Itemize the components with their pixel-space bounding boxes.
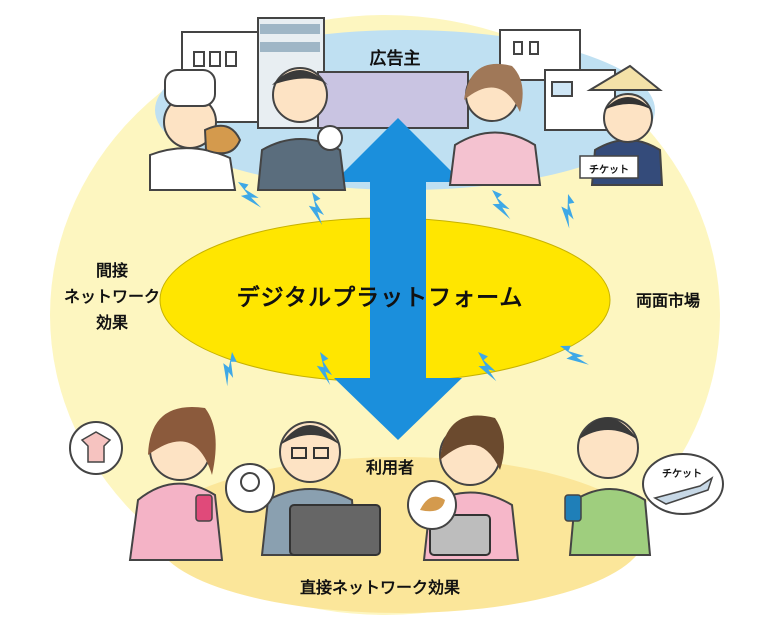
- ticket-text-advertiser: チケット: [589, 165, 629, 176]
- two-way-arrow: [334, 118, 462, 440]
- ticket-text-user: チケット: [662, 469, 702, 480]
- platform-label: デジタルプラットフォーム: [236, 285, 524, 311]
- advertisers-label: 広告主: [369, 49, 421, 69]
- users-label: 利用者: [365, 458, 414, 477]
- two-sided-market-label: 両面市場: [635, 291, 700, 310]
- advertiser-people: [149, 63, 664, 191]
- ticket-tag-advertiser: [579, 155, 639, 179]
- ticket-bubble: [642, 453, 724, 515]
- direct-network-effect-label: 直接ネットワーク効果: [299, 578, 460, 597]
- indirect-network-effect-label: 間接 ネットワーク 効果: [63, 261, 160, 332]
- user-people: [69, 406, 724, 561]
